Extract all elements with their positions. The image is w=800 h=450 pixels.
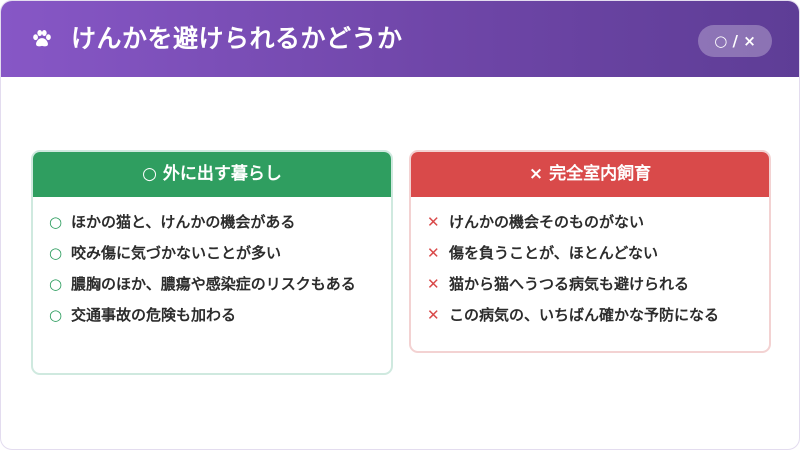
list-item-text: 猫から猫へうつる病気も避けられる (449, 275, 690, 293)
list-item: ○ 咬み傷に気づかないことが多い (49, 242, 377, 265)
list-item: ○ 膿胸のほか、膿瘍や感染症のリスクもある (49, 273, 377, 296)
outdoor-card-title: ○ 外に出す暮らし (33, 152, 391, 197)
circle-icon: ○ (49, 275, 63, 293)
list-item-text: 傷を負うことが、ほとんどない (449, 244, 658, 262)
circle-icon: ○ (49, 213, 63, 231)
indoor-list: ✕ けんかの機会そのものがない ✕ 傷を負うことが、ほとんどない ✕ 猫から猫へ… (411, 197, 769, 327)
list-item: ✕ けんかの機会そのものがない (427, 211, 755, 234)
cross-icon: ✕ (427, 244, 440, 262)
outdoor-card: ○ 外に出す暮らし ○ ほかの猫と、けんかの機会がある ○ 咬み傷に気づかないこ… (31, 150, 393, 375)
list-item-text: 膿胸のほか、膿瘍や感染症のリスクもある (71, 275, 356, 293)
list-item-text: 咬み傷に気づかないことが多い (71, 244, 282, 262)
list-item-text: この病気の、いちばん確かな予防になる (449, 306, 720, 324)
outdoor-list: ○ ほかの猫と、けんかの機会がある ○ 咬み傷に気づかないことが多い ○ 膿胸の… (33, 197, 391, 327)
list-item-text: ほかの猫と、けんかの機会がある (71, 213, 296, 231)
cross-icon: ✕ (427, 275, 440, 293)
list-item: ✕ この病気の、いちばん確かな予防になる (427, 304, 755, 327)
list-item: ○ 交通事故の危険も加わる (49, 304, 377, 327)
circle-icon: ○ (49, 244, 63, 262)
indoor-card-title: × 完全室内飼育 (411, 152, 769, 197)
cross-icon: ✕ (427, 213, 440, 231)
cross-icon: ✕ (427, 306, 440, 324)
circle-icon: ○ (49, 306, 63, 324)
list-item-text: 交通事故の危険も加わる (71, 306, 237, 324)
header-bar: けんかを避けられるかどうか ○ / × (1, 1, 799, 77)
list-item: ○ ほかの猫と、けんかの機会がある (49, 211, 377, 234)
page-title: けんかを避けられるかどうか (71, 24, 403, 53)
mode-badge: ○ / × (698, 25, 772, 57)
list-item: ✕ 猫から猫へうつる病気も避けられる (427, 273, 755, 296)
indoor-card: × 完全室内飼育 ✕ けんかの機会そのものがない ✕ 傷を負うことが、ほとんどな… (409, 150, 771, 353)
list-item: ✕ 傷を負うことが、ほとんどない (427, 242, 755, 265)
paw-icon (33, 30, 51, 47)
list-item-text: けんかの機会そのものがない (449, 213, 645, 231)
